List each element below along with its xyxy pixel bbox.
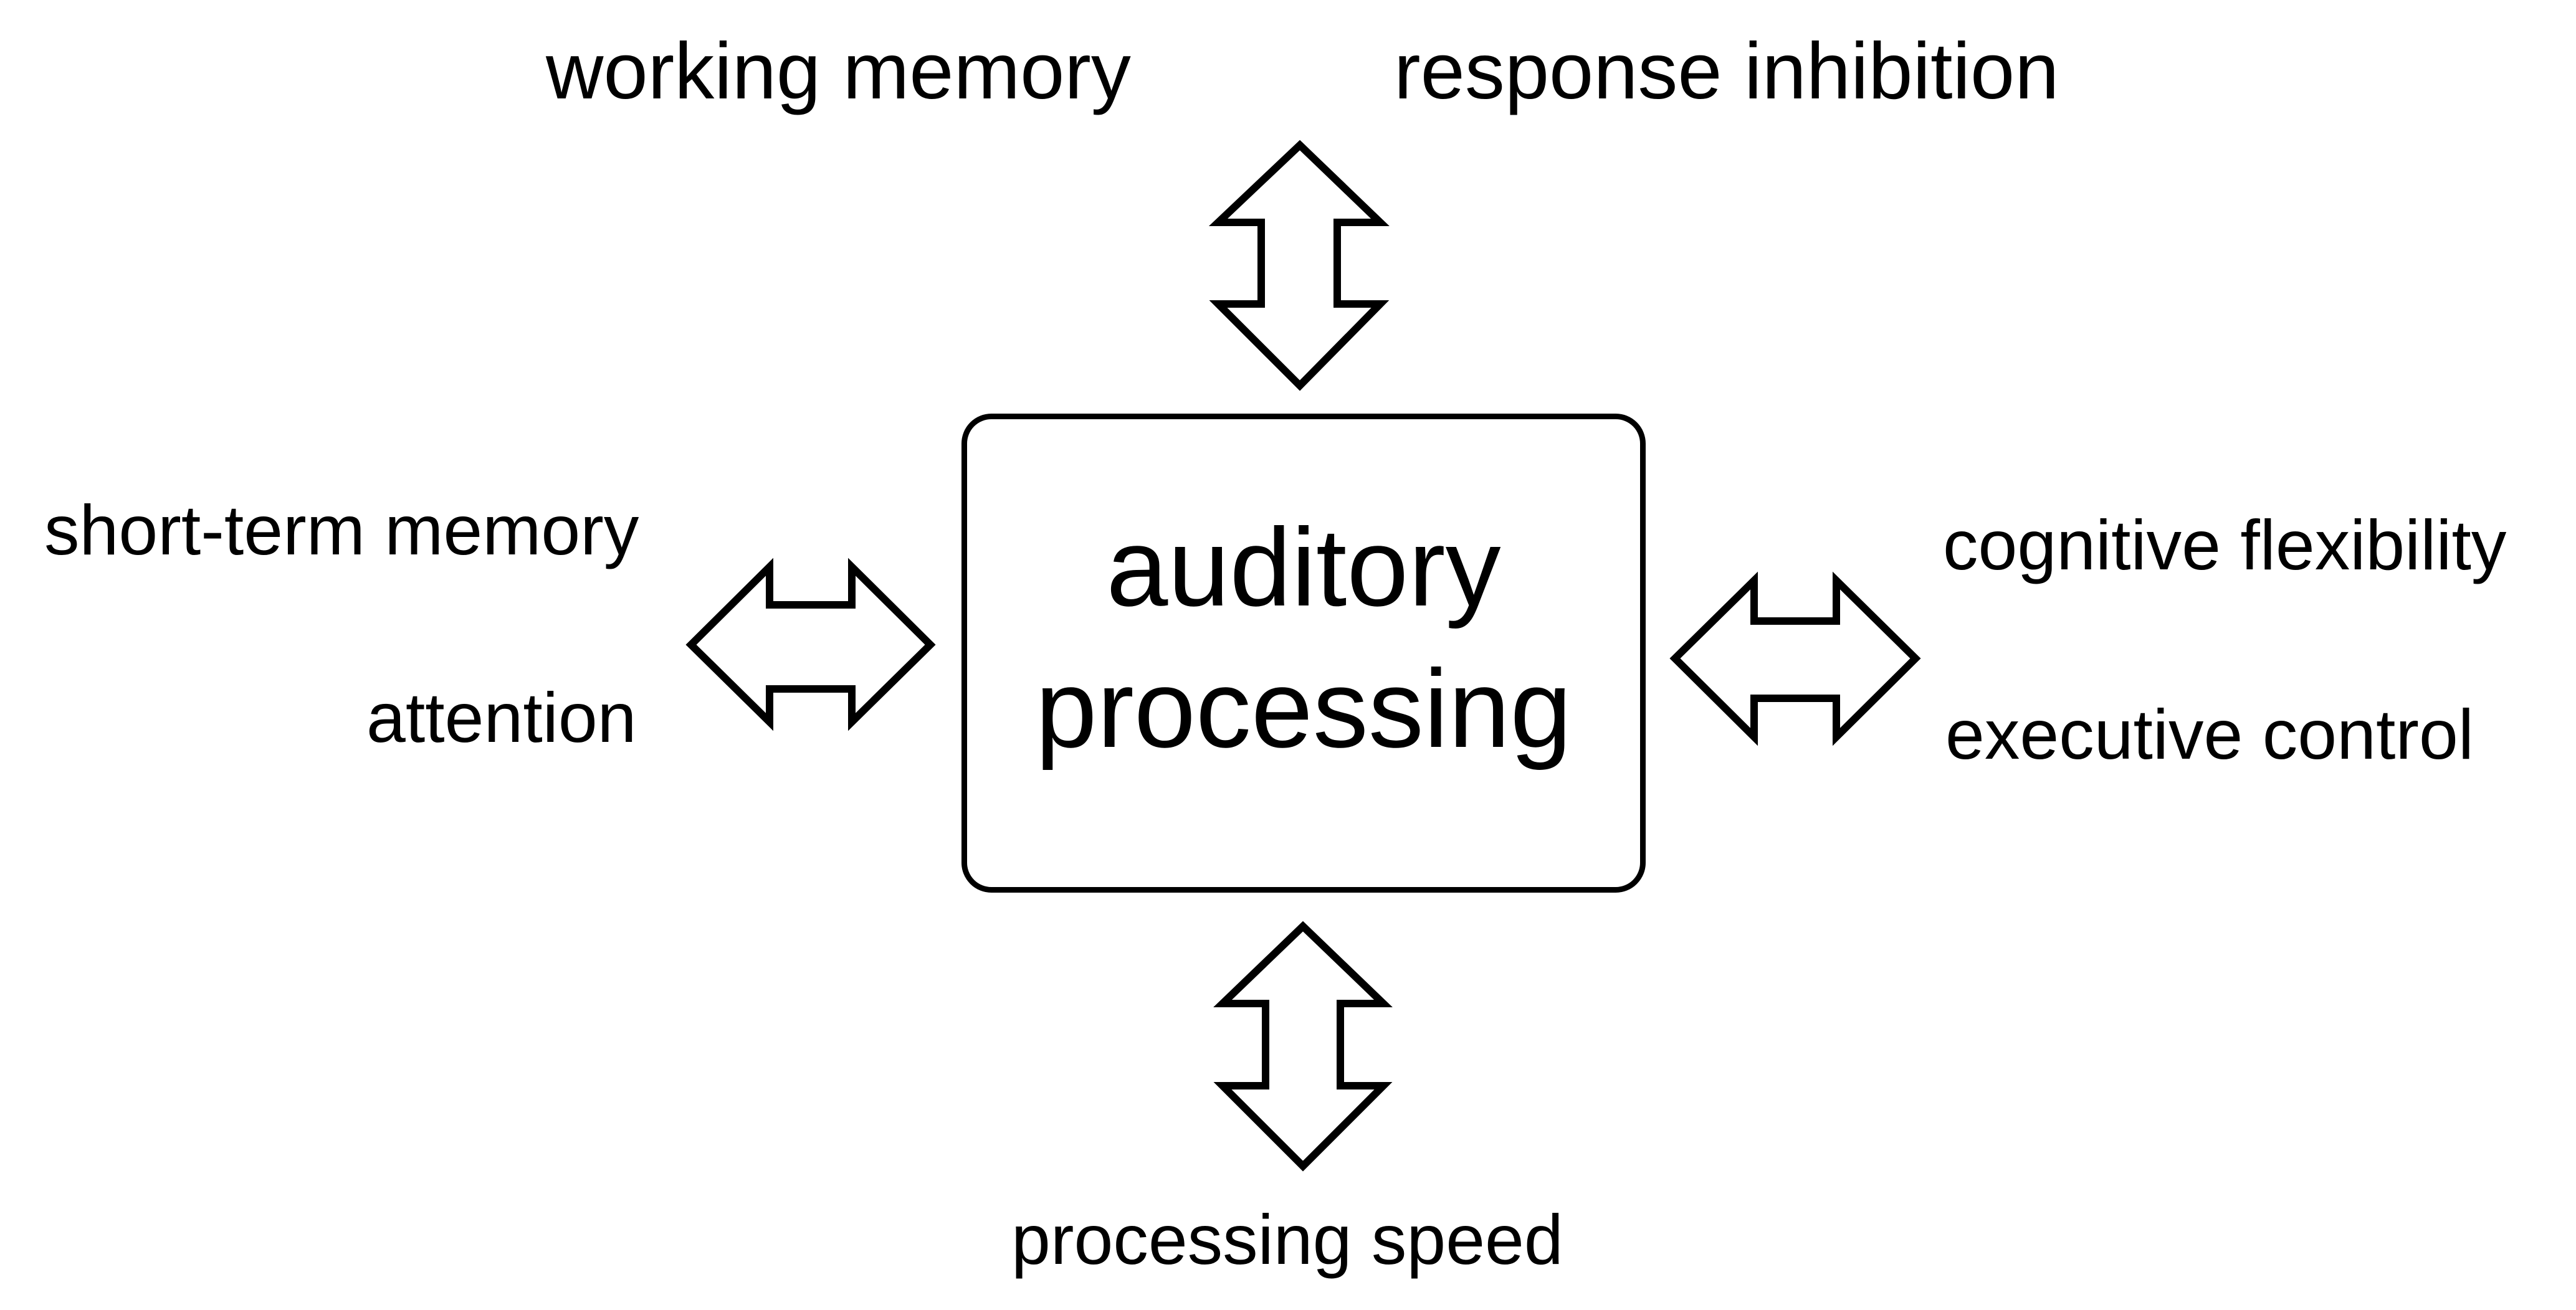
label-response-inhibition: response inhibition <box>1394 27 2059 116</box>
left-double-arrow <box>685 558 936 731</box>
label-processing-speed: processing speed <box>1011 1200 1563 1279</box>
label-attention: attention <box>366 678 637 757</box>
label-executive-control: executive control <box>1945 695 2474 774</box>
center-title-line-1: auditory <box>1106 505 1501 629</box>
label-working-memory: working memory <box>546 27 1131 116</box>
right-double-arrow <box>1669 571 1921 746</box>
center-title-line-2: processing <box>1035 647 1572 771</box>
label-cognitive-flexibility: cognitive flexibility <box>1943 506 2507 584</box>
top-double-arrow <box>1208 140 1390 391</box>
label-short-term-memory: short-term memory <box>44 491 639 569</box>
auditory-processing-box <box>961 414 1646 893</box>
bottom-double-arrow <box>1213 921 1393 1172</box>
